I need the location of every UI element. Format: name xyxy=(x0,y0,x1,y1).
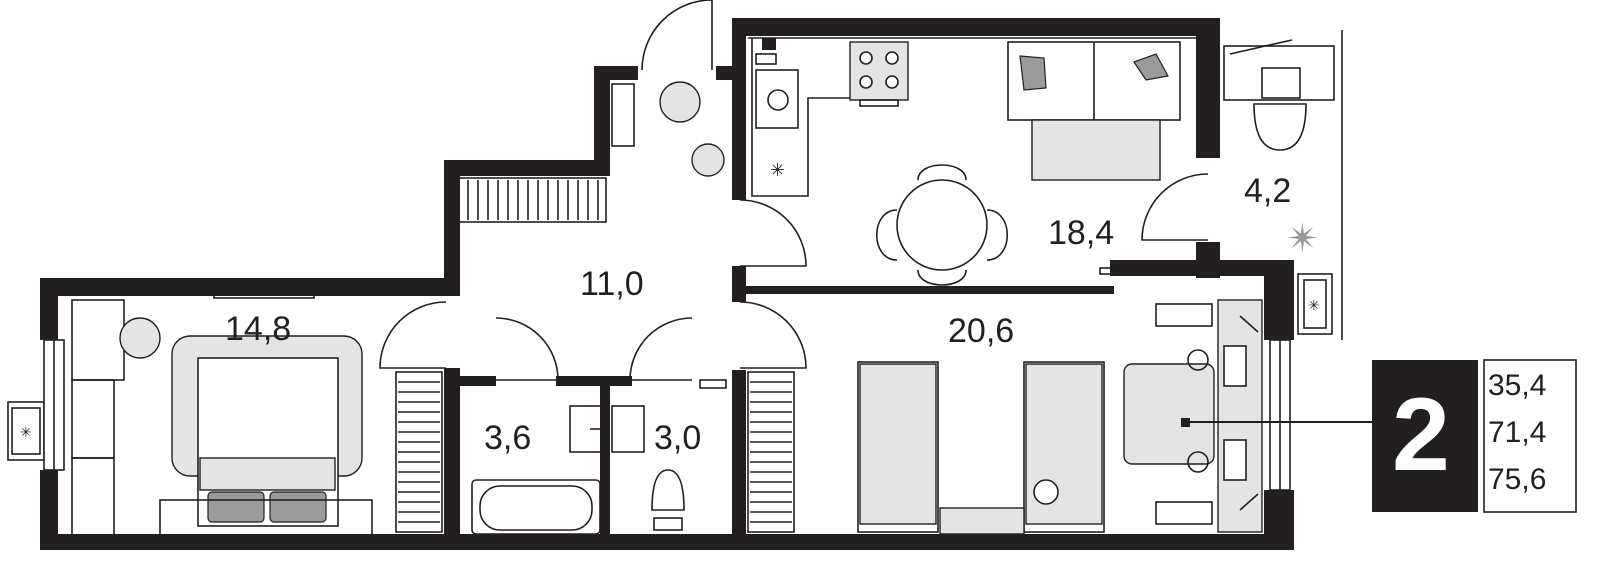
room-area-bedroom-2: 20,6 xyxy=(948,312,1014,350)
room-area-kitchen-living: 18,4 xyxy=(1048,214,1114,252)
toilet-fixtures xyxy=(611,379,727,531)
doors xyxy=(379,0,1209,381)
marker-dot xyxy=(1181,418,1190,427)
shoe-rack-stripes xyxy=(467,180,599,220)
living-area-value: 35,4 xyxy=(1488,369,1546,402)
room-area-bedroom: 14,8 xyxy=(225,310,291,348)
rooms-count: 2 xyxy=(1392,377,1450,493)
area-labels: 14,8 11,0 18,4 4,2 20,6 3,6 3,0 xyxy=(225,172,1291,457)
room-area-hall: 11,0 xyxy=(580,265,644,303)
walls xyxy=(40,18,1294,550)
total-area-with-balcony-value: 75,6 xyxy=(1488,463,1546,496)
room-area-bathroom: 3,6 xyxy=(484,419,531,457)
unit-marker xyxy=(1181,418,1372,427)
balcony-small-plant-icon: ✳ xyxy=(1308,297,1320,313)
balcony-plant-icon: ✴ xyxy=(1286,217,1320,261)
wardrobe-right-stripes xyxy=(750,381,792,523)
bedroom-furniture: ✳ xyxy=(7,291,373,537)
area-summary-box xyxy=(1483,359,1577,513)
total-area-value: 71,4 xyxy=(1488,416,1546,449)
room-area-balcony: 4,2 xyxy=(1244,172,1291,210)
plant-icon: ✳ xyxy=(20,424,32,440)
bedroom-2-furniture xyxy=(857,299,1285,535)
unit-summary: 2 35,4 71,4 75,6 xyxy=(1372,359,1577,513)
rooms-count-badge xyxy=(1372,360,1478,512)
wardrobe-left-stripes xyxy=(398,381,440,523)
hall-furniture xyxy=(457,81,725,223)
room-area-toilet: 3,0 xyxy=(654,419,701,457)
balcony-furniture: ✴ ✳ xyxy=(1223,30,1343,340)
kitchen-plant-icon: ✳ xyxy=(770,160,785,180)
kitchen-furniture: ✳ xyxy=(748,37,1200,286)
wardrobes xyxy=(395,371,795,533)
